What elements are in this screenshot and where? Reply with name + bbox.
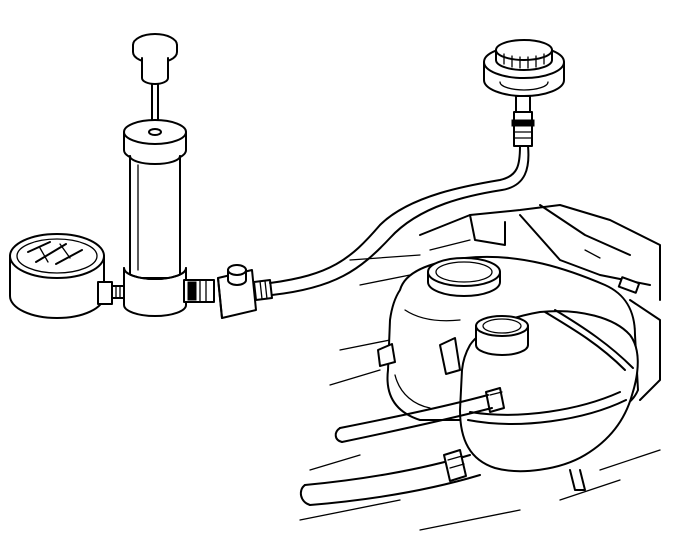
engine-bay-background	[299, 204, 661, 531]
cap-adapter-icon	[483, 39, 565, 147]
test-hose-icon	[269, 145, 530, 296]
hand-pump-icon	[123, 33, 187, 317]
coolant-reservoir-icon	[377, 255, 639, 473]
bleed-valve-icon	[183, 264, 273, 319]
radiator-hose-icon	[299, 394, 493, 506]
pressure-gauge-icon	[9, 233, 127, 319]
